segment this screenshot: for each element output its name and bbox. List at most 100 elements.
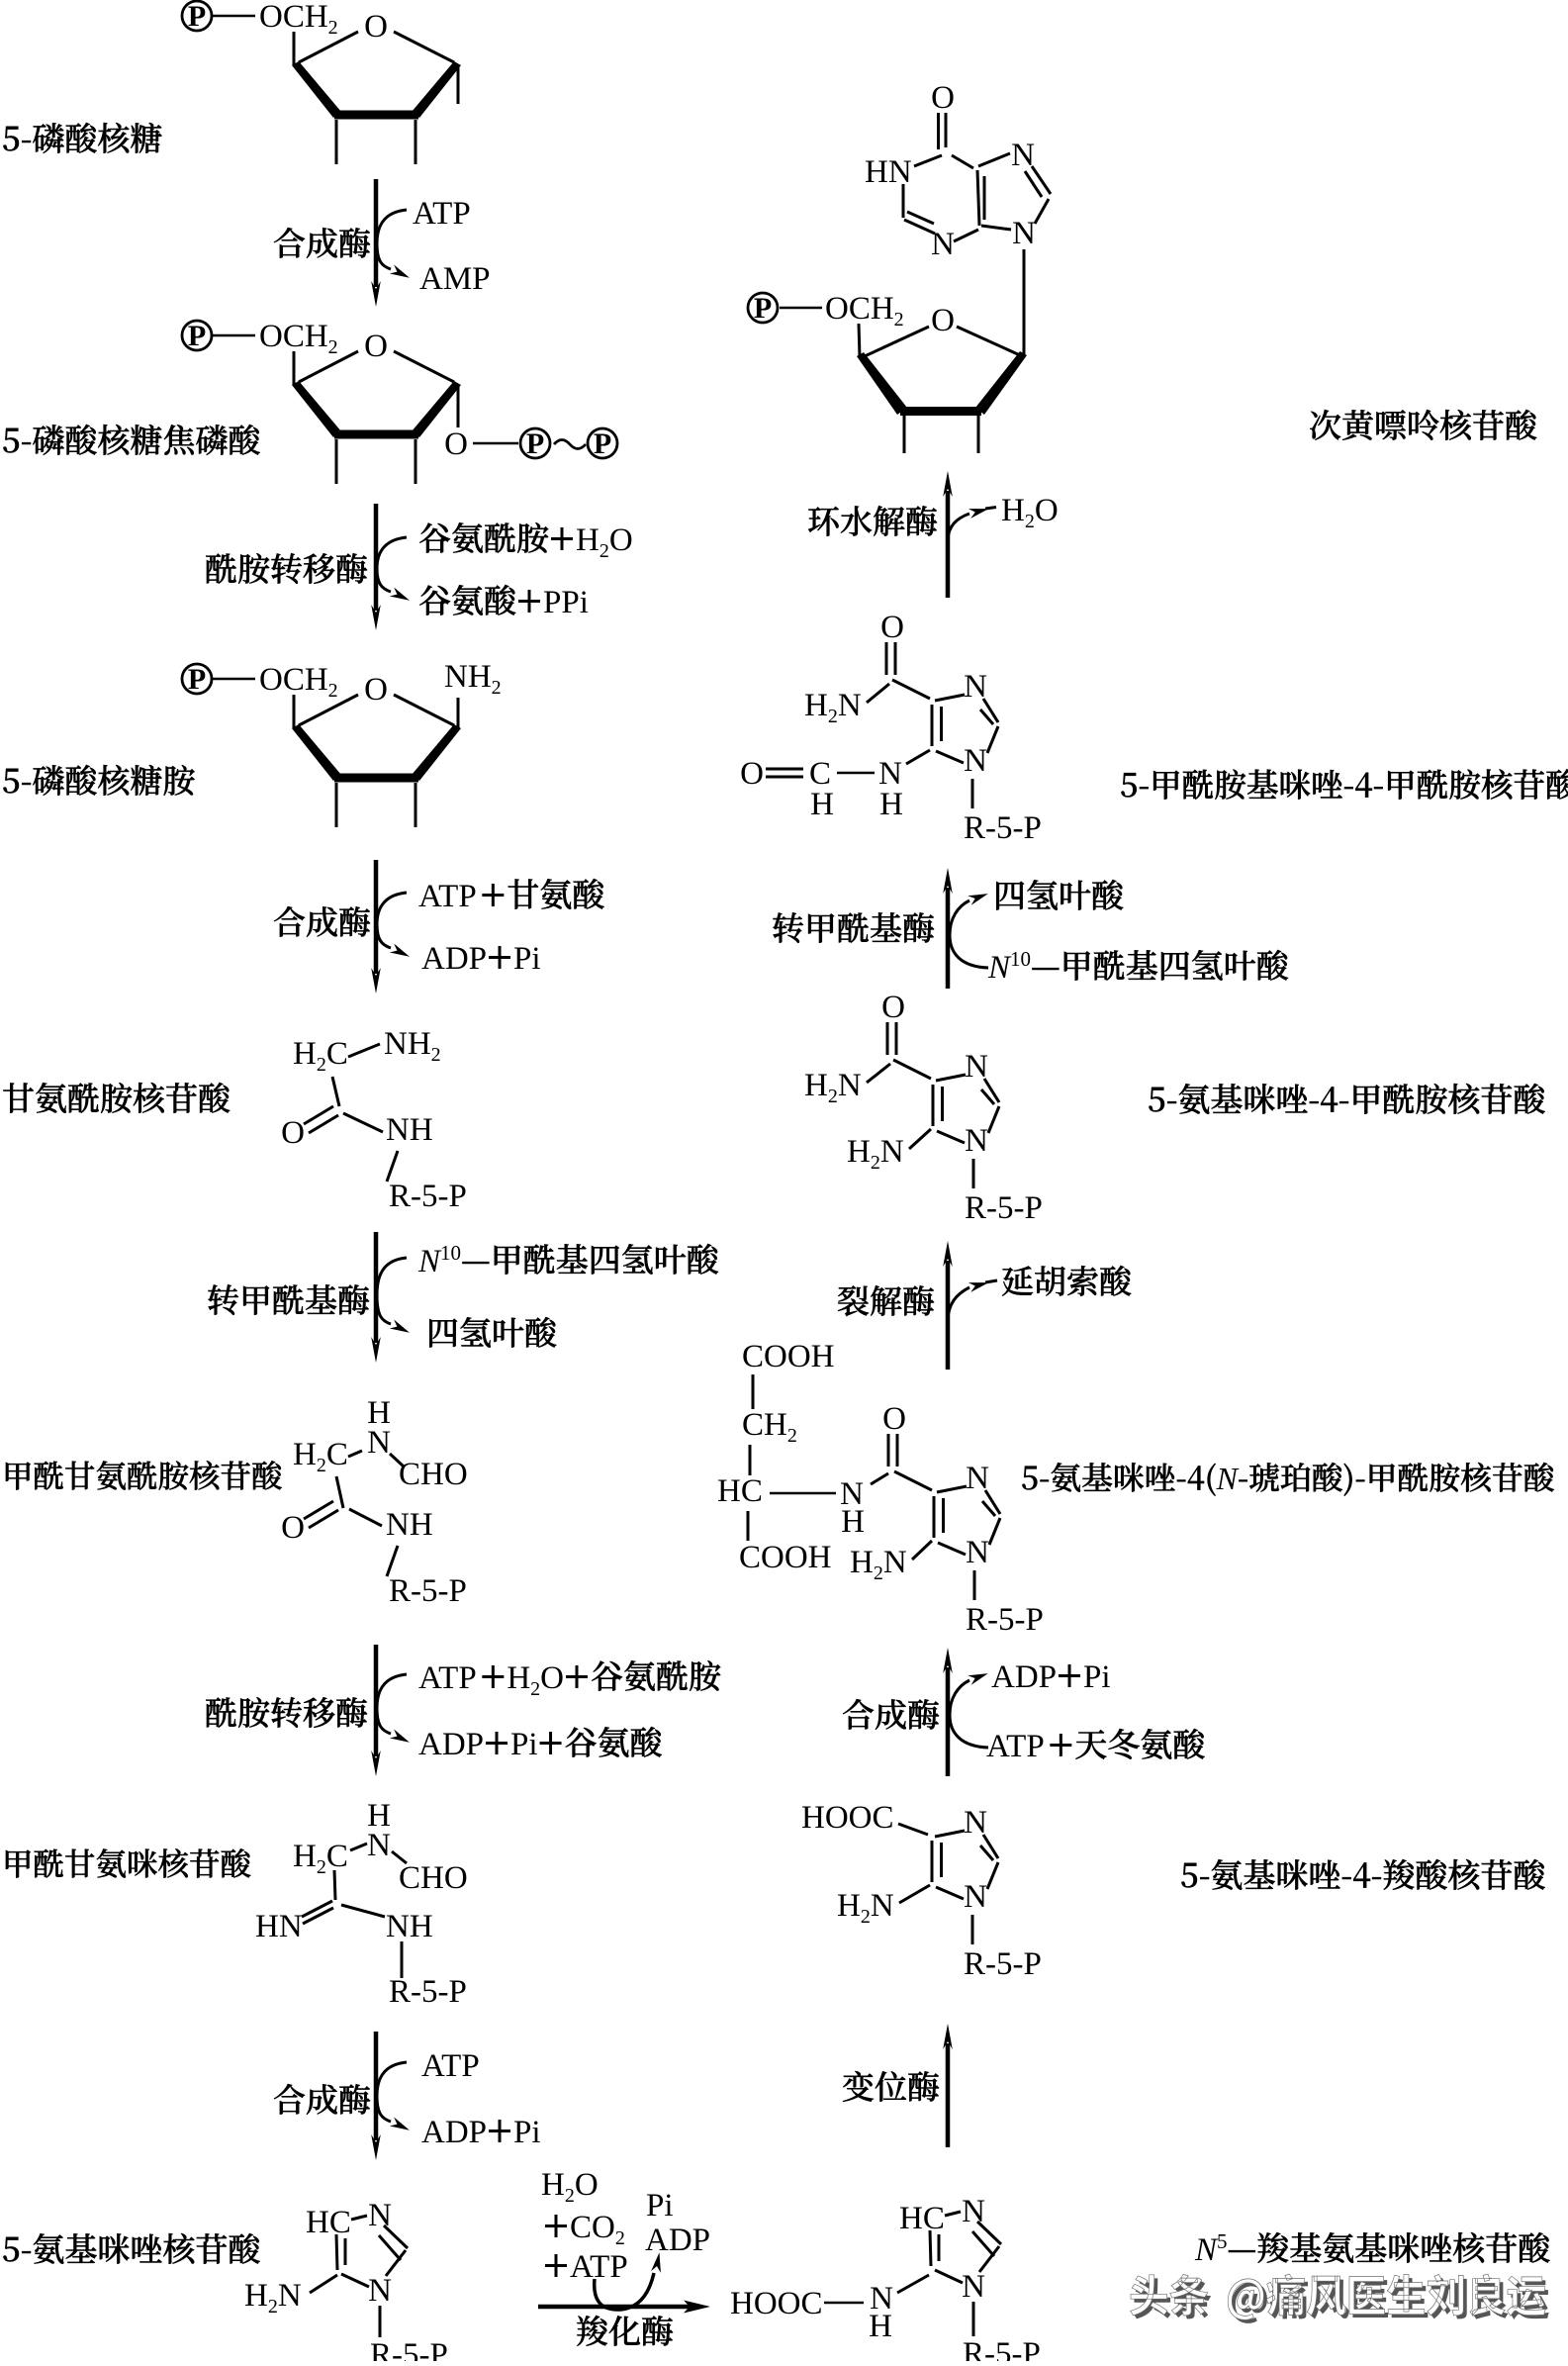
svg-text:P: P	[188, 320, 206, 352]
svg-text:N: N	[964, 743, 987, 779]
svg-text:C: C	[326, 1839, 348, 1874]
svg-text:Pi: Pi	[1083, 1659, 1111, 1695]
svg-text:N: N	[417, 1244, 442, 1279]
svg-text:CHO: CHO	[399, 1457, 468, 1492]
svg-text:N: N	[1216, 1461, 1240, 1496]
svg-text:NH: NH	[386, 1909, 433, 1944]
svg-text:CHO: CHO	[399, 1860, 468, 1896]
svg-text:C: C	[326, 1437, 348, 1472]
svg-text:HC: HC	[306, 2205, 351, 2240]
svg-text:HN: HN	[865, 154, 912, 190]
svg-text:2: 2	[268, 2296, 278, 2318]
svg-text:2: 2	[828, 706, 838, 727]
svg-text:N: N	[987, 950, 1012, 986]
svg-text:N: N	[883, 1545, 907, 1580]
svg-text:N: N	[931, 227, 955, 262]
svg-text:ADP: ADP	[991, 1659, 1057, 1695]
svg-text:N: N	[838, 1068, 862, 1103]
svg-text:2: 2	[871, 1152, 880, 1174]
svg-text:P: P	[594, 427, 611, 460]
svg-text:HOOC: HOOC	[801, 1800, 894, 1836]
svg-text:2: 2	[317, 1455, 326, 1476]
svg-text:H: H	[507, 1660, 530, 1696]
svg-text:H: H	[847, 1134, 871, 1170]
svg-text:N: N	[965, 1123, 988, 1159]
svg-text:5: 5	[1217, 2229, 1228, 2253]
svg-text:HOOC: HOOC	[730, 2286, 823, 2321]
svg-text:H: H	[869, 2309, 892, 2344]
svg-text:N: N	[368, 2273, 392, 2309]
svg-text:N: N	[870, 2281, 893, 2317]
svg-text:H: H	[841, 1504, 865, 1540]
svg-text:ATP: ATP	[418, 879, 477, 914]
svg-text:R-5-P: R-5-P	[370, 2337, 448, 2361]
svg-text:N: N	[964, 1879, 987, 1915]
svg-text:R-5-P: R-5-P	[964, 810, 1042, 846]
svg-text:AMP: AMP	[419, 261, 491, 297]
svg-text:2: 2	[828, 1086, 838, 1107]
svg-text:2: 2	[530, 1678, 540, 1700]
svg-text:O: O	[364, 672, 388, 708]
svg-text:2: 2	[600, 540, 609, 562]
svg-text:N: N	[871, 1888, 894, 1924]
svg-text:O: O	[281, 1115, 305, 1151]
svg-text:O: O	[881, 990, 905, 1025]
svg-text:2: 2	[861, 1906, 871, 1928]
svg-text:ADP: ADP	[645, 2223, 710, 2258]
svg-text:H: H	[850, 1545, 874, 1580]
svg-text:H: H	[293, 1036, 317, 1072]
svg-text:H: H	[879, 787, 903, 822]
svg-text:ATP: ATP	[986, 1729, 1045, 1764]
svg-text:N: N	[278, 2278, 302, 2314]
svg-text:2: 2	[317, 1054, 326, 1076]
svg-text:O: O	[364, 9, 388, 45]
svg-text:H: H	[293, 1437, 317, 1472]
svg-text:ATP: ATP	[418, 1660, 477, 1696]
svg-text:H: H	[541, 2167, 565, 2203]
svg-text:O: O	[281, 1510, 305, 1546]
svg-text:ADP: ADP	[418, 1727, 484, 1762]
svg-text:H: H	[244, 2278, 268, 2314]
svg-text:C: C	[326, 1036, 348, 1072]
svg-text:COOH: COOH	[739, 1540, 832, 1575]
svg-text:2: 2	[615, 2227, 625, 2249]
svg-text:OCH: OCH	[259, 319, 328, 354]
svg-text:O: O	[880, 610, 904, 645]
svg-text:H: H	[804, 1068, 828, 1103]
svg-text:N: N	[878, 756, 902, 792]
svg-text:O: O	[444, 426, 468, 462]
svg-text:R-5-P: R-5-P	[389, 1179, 467, 1214]
svg-text:ATP: ATP	[413, 196, 471, 232]
svg-text:NH: NH	[444, 659, 492, 695]
svg-text:HC: HC	[717, 1473, 763, 1509]
svg-text:H: H	[804, 688, 828, 723]
svg-text:HC: HC	[899, 2201, 945, 2236]
svg-text:2: 2	[894, 309, 904, 331]
svg-text:O: O	[609, 522, 633, 558]
svg-text:OCH: OCH	[259, 0, 328, 35]
svg-text:O: O	[931, 80, 955, 116]
svg-text:2: 2	[565, 2185, 575, 2207]
svg-text:CO: CO	[570, 2210, 615, 2245]
svg-text:O: O	[364, 329, 388, 364]
svg-text:Pi: Pi	[513, 2115, 541, 2150]
svg-text:Pi: Pi	[510, 1727, 538, 1762]
svg-text:2: 2	[328, 680, 338, 702]
svg-text:N: N	[367, 1828, 391, 1863]
svg-text:O: O	[882, 1401, 906, 1437]
svg-text:P: P	[188, 0, 206, 33]
svg-text:P: P	[188, 663, 206, 696]
svg-text:N: N	[838, 688, 862, 723]
svg-text:ATP: ATP	[570, 2249, 628, 2285]
svg-text:N: N	[367, 1425, 391, 1461]
svg-text:10: 10	[440, 1241, 461, 1265]
svg-text:N: N	[1012, 216, 1036, 251]
svg-text:R-5-P: R-5-P	[966, 1602, 1044, 1638]
svg-text:2: 2	[317, 1856, 326, 1878]
svg-text:R-5-P: R-5-P	[965, 1190, 1043, 1226]
svg-text:2: 2	[1025, 511, 1035, 532]
svg-text:HN: HN	[255, 1909, 303, 1944]
svg-text:Pi: Pi	[646, 2188, 674, 2224]
svg-text:H: H	[1001, 493, 1025, 528]
svg-text:R-5-P: R-5-P	[389, 1974, 467, 2010]
